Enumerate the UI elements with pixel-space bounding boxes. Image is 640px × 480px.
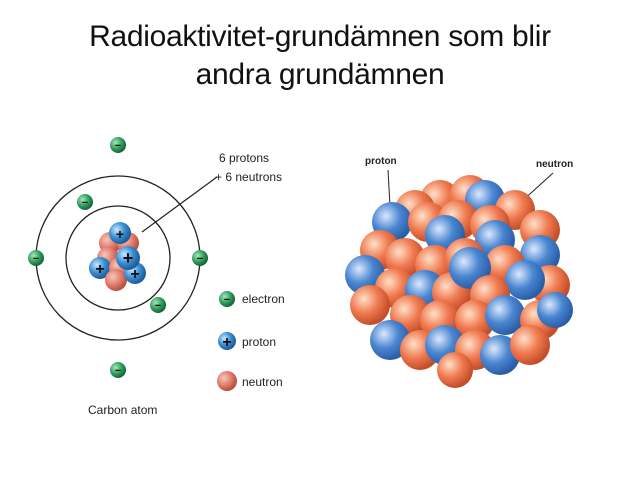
- neutron-icon: [217, 371, 237, 391]
- neutron-label: neutron: [536, 159, 573, 170]
- nucleus-pointer-line: [141, 176, 218, 233]
- electron-left: −: [28, 250, 44, 266]
- nucleus-diagram: proton neutron: [345, 156, 573, 388]
- proton-icon: [218, 332, 236, 350]
- title-line-1: Radioaktivitet-grundämnen som blir: [89, 20, 551, 53]
- electron-inner-upper: −: [77, 194, 93, 210]
- svg-text:−: −: [197, 253, 203, 265]
- nucleus-cluster: [345, 175, 573, 388]
- svg-text:+: +: [130, 266, 139, 283]
- legend-neutron-label: neutron: [242, 375, 283, 389]
- legend: − electron + proton neutron: [217, 291, 285, 391]
- svg-text:+: +: [116, 226, 124, 242]
- electron-bottom: −: [110, 362, 126, 378]
- carbon-nucleus: + + + +: [89, 222, 146, 291]
- svg-text:+: +: [123, 248, 134, 268]
- proton-label: proton: [365, 156, 397, 167]
- legend-proton: + proton: [218, 332, 276, 351]
- electron-icon: [219, 291, 235, 307]
- legend-electron-label: electron: [242, 292, 285, 306]
- svg-text:+: +: [95, 261, 104, 278]
- svg-text:−: −: [82, 197, 88, 209]
- svg-text:−: −: [115, 365, 121, 377]
- nucleus-label-line2: + 6 neutrons: [215, 170, 282, 184]
- electron-top: −: [110, 137, 126, 153]
- nucleus-label-line1: 6 protons: [219, 151, 269, 165]
- legend-electron: − electron: [219, 291, 285, 307]
- title-line-2: andra grundämnen: [195, 58, 445, 91]
- legend-neutron: neutron: [217, 371, 283, 391]
- slide-title: Radioaktivitet-grundämnen som blir andra…: [0, 18, 640, 94]
- svg-text:−: −: [115, 140, 121, 152]
- legend-proton-label: proton: [242, 335, 276, 349]
- svg-text:−: −: [33, 253, 39, 265]
- electron-right: −: [192, 250, 208, 266]
- carbon-atom-diagram: + + + + − − − − − − 6 protons + 6 neutro…: [28, 137, 285, 417]
- proton-pointer-line: [387, 169, 391, 207]
- svg-text:−: −: [155, 300, 161, 312]
- electron-inner-lower: −: [150, 297, 166, 313]
- inner-orbit: [65, 205, 171, 311]
- svg-text:+: +: [222, 334, 231, 351]
- carbon-atom-caption: Carbon atom: [88, 403, 157, 417]
- svg-text:−: −: [224, 294, 230, 306]
